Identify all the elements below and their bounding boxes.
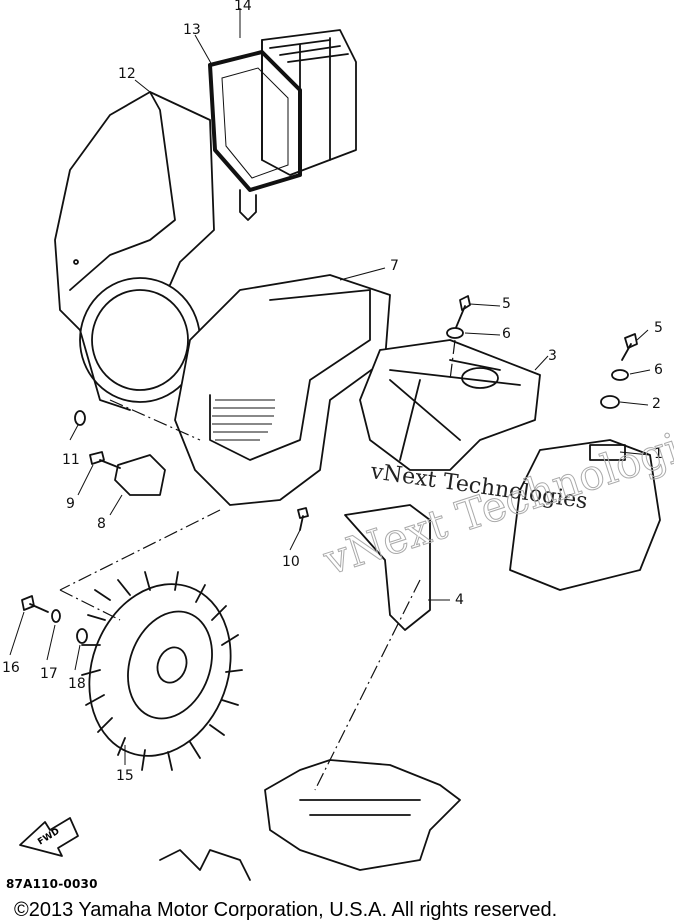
part-12-duct-housing (54, 91, 215, 411)
callout-5b: 5 (654, 320, 663, 336)
callout-1: 1 (654, 446, 663, 462)
callout-16: 16 (2, 660, 20, 676)
engine-block (159, 759, 461, 881)
callout-18: 18 (68, 676, 86, 692)
callout-10: 10 (282, 554, 300, 570)
callout-8: 8 (97, 516, 106, 532)
part-8-clamp (114, 454, 166, 496)
callout-5: 5 (502, 296, 511, 312)
callout-2: 2 (652, 396, 661, 412)
callout-11: 11 (62, 452, 80, 468)
part-7-fan-shroud (174, 274, 391, 506)
callout-9: 9 (66, 496, 75, 512)
part-3-bracket (359, 339, 541, 471)
part-14-filter-box (261, 29, 357, 176)
shroud-grille (212, 399, 275, 441)
assembly-lines (59, 339, 456, 791)
callout-3: 3 (548, 348, 557, 364)
callout-6: 6 (502, 326, 511, 342)
callout-labels: 14 13 12 7 5 6 3 5 6 2 1 4 11 9 8 10 16 … (2, 0, 663, 784)
diagram-code: 87A110-0030 (6, 877, 98, 891)
fasteners (21, 295, 638, 644)
callout-17: 17 (40, 666, 58, 682)
callout-6b: 6 (654, 362, 663, 378)
part-13-gasket (208, 50, 302, 221)
callout-14: 14 (234, 0, 252, 14)
callout-12: 12 (118, 66, 136, 82)
part-4-plate (344, 504, 431, 631)
fwd-arrow: FWD (19, 817, 79, 857)
leader-lines (9, 8, 651, 765)
part-15-flywheel-fan (81, 571, 243, 771)
part-1-cover (509, 439, 661, 591)
callout-13: 13 (183, 22, 201, 38)
callout-4: 4 (455, 592, 464, 608)
copyright-notice: ©2013 Yamaha Motor Corporation, U.S.A. A… (14, 899, 558, 921)
callout-7: 7 (390, 258, 399, 274)
callout-15: 15 (116, 768, 134, 784)
